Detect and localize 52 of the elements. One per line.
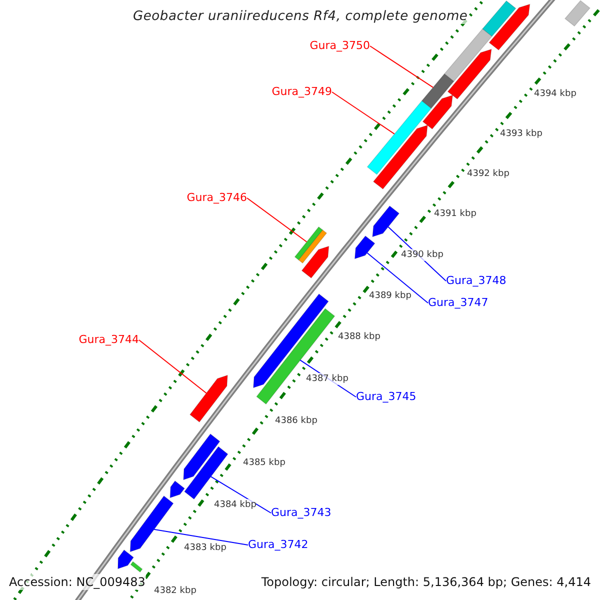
gene-block <box>444 28 492 82</box>
leader-line <box>210 476 272 514</box>
gene-block <box>354 235 376 260</box>
leader-line <box>366 252 428 304</box>
scale-label: 4391 kbp <box>434 208 476 220</box>
gene-block <box>447 48 492 100</box>
gene-label: Gura_3748 <box>446 274 506 288</box>
gene-block <box>488 4 530 51</box>
scale-label: 4387 kbp <box>306 373 348 385</box>
gene-label: Gura_3744 <box>78 333 139 347</box>
scale-label: 4390 kbp <box>401 249 444 261</box>
gene-block <box>298 229 328 264</box>
gene-block <box>184 446 228 500</box>
scale-label: 4386 kbp <box>275 415 318 427</box>
gene-label: Gura_3749 <box>272 85 332 99</box>
gene-block <box>366 100 432 175</box>
gene-block <box>183 433 220 480</box>
gene-block <box>372 205 400 238</box>
gene-block <box>130 495 174 552</box>
scale-label: 4394 kbp <box>534 88 576 100</box>
scale-label: 4384 kbp <box>214 499 256 511</box>
accession-note: Accession: NC_009483 <box>8 574 146 590</box>
scale-label: 4385 kbp <box>243 457 286 469</box>
gene-label: Gura_3750 <box>310 39 370 53</box>
gene-label: Gura_3743 <box>271 506 332 520</box>
scale-label: 4389 kbp <box>369 290 412 302</box>
gene-block <box>170 480 186 498</box>
gene-block <box>421 73 454 109</box>
scale-label: 4388 kbp <box>338 331 380 343</box>
gene-block <box>117 549 134 570</box>
gene-block <box>372 124 428 190</box>
gene-label: Gura_3745 <box>356 390 416 404</box>
gene-block <box>301 246 330 279</box>
gene-block <box>422 94 454 130</box>
gene-label: Gura_3747 <box>428 296 488 310</box>
leader-line <box>154 528 248 546</box>
scale-label: 4393 kbp <box>500 128 542 140</box>
leader-line <box>370 46 434 88</box>
gene-block <box>252 293 329 388</box>
scale-label: 4382 kbp <box>154 585 196 597</box>
leader-line <box>138 340 207 394</box>
title: Geobacter uraniireducens Rf4, complete genome <box>133 9 468 24</box>
gene-label: Gura_3746 <box>186 191 247 205</box>
gene-label: Gura_3742 <box>248 538 308 552</box>
scale-label: 4383 kbp <box>184 542 226 554</box>
genome-summary: Topology: circular; Length: 5,136,364 bp; Genes: 4,414 <box>260 574 592 590</box>
leader-line <box>246 198 308 242</box>
gene-block <box>564 0 590 27</box>
gene-block <box>482 0 516 37</box>
scale-label: 4392 kbp <box>467 168 510 180</box>
gene-block <box>189 374 228 423</box>
leader-line <box>332 92 395 134</box>
